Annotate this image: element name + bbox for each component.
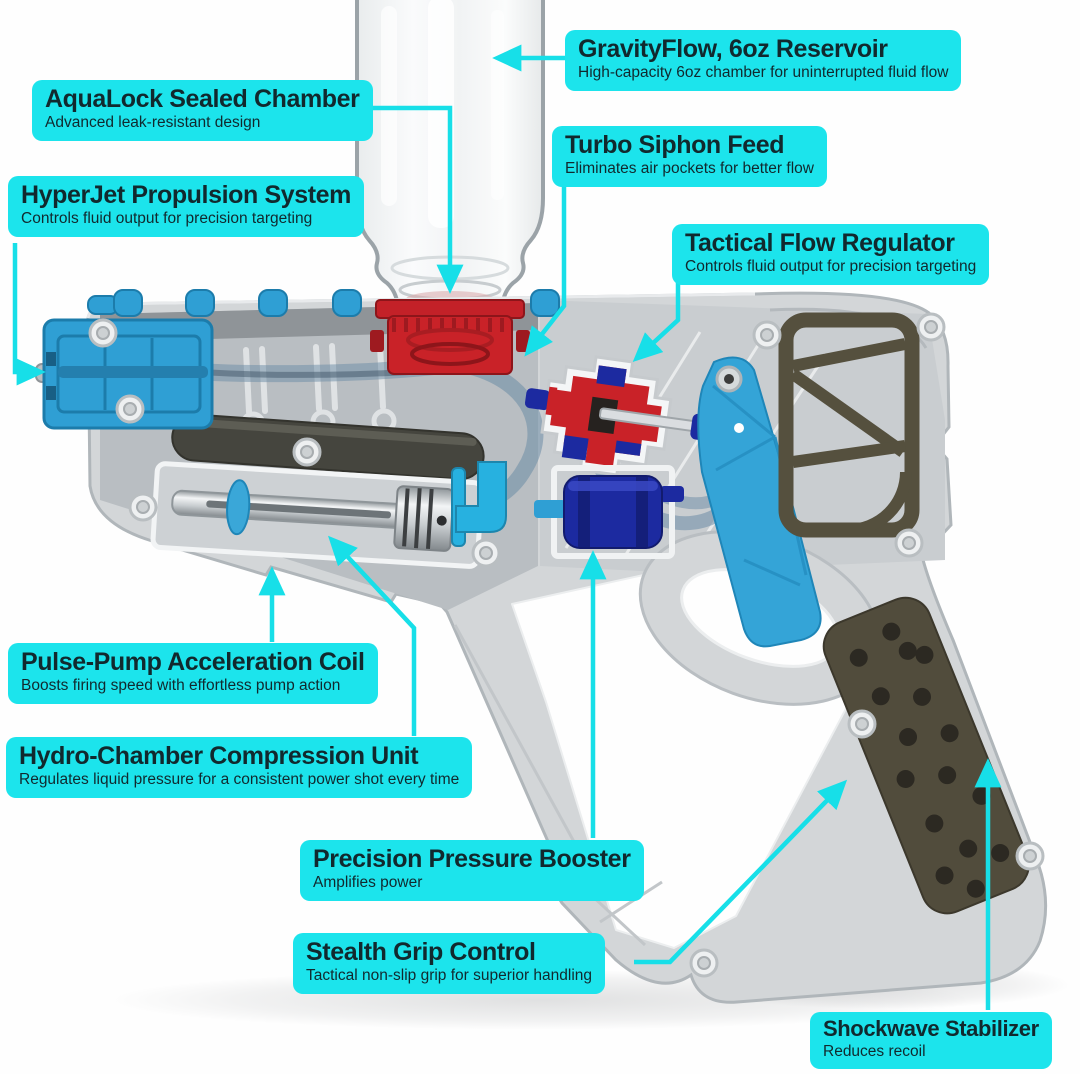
callout-title: Precision Pressure Booster xyxy=(313,845,631,873)
callout-subtitle: Boosts firing speed with effortless pump… xyxy=(21,677,341,694)
callout-subtitle: Regulates liquid pressure for a consiste… xyxy=(19,771,460,788)
callout-title: Tactical Flow Regulator xyxy=(685,229,955,257)
callout-subtitle: Eliminates air pockets for better flow xyxy=(565,160,814,177)
muzzle-block xyxy=(35,318,214,430)
callout-title: Pulse-Pump Acceleration Coil xyxy=(21,648,365,676)
callout-flow-regulator: Tactical Flow Regulator Controls fluid o… xyxy=(672,224,990,285)
callout-lines xyxy=(12,44,1002,1010)
callout-line-regulator xyxy=(632,283,681,362)
callout-title: HyperJet Propulsion System xyxy=(21,181,351,209)
callout-turbo-siphon: Turbo Siphon Feed Eliminates air pockets… xyxy=(552,126,827,187)
callout-pulse-pump: Pulse-Pump Acceleration Coil Boosts firi… xyxy=(8,643,378,704)
pressure-booster xyxy=(534,465,684,559)
elbow-pipe xyxy=(451,461,507,547)
callout-pressure-booster: Precision Pressure Booster Amplifies pow… xyxy=(300,840,644,901)
callout-aqualock: AquaLock Sealed Chamber Advanced leak-re… xyxy=(32,80,373,141)
callout-line-hyperjet xyxy=(12,243,46,386)
back-truss-panel xyxy=(778,312,920,538)
callout-title: AquaLock Sealed Chamber xyxy=(45,85,360,113)
callout-stealth-grip: Stealth Grip Control Tactical non-slip g… xyxy=(293,933,606,994)
callout-subtitle: Advanced leak-resistant design xyxy=(45,114,261,131)
callout-gravityflow: GravityFlow, 6oz Reservoir High-capacity… xyxy=(565,30,962,91)
bottle-cap-chamber xyxy=(370,299,530,375)
callout-hyperjet: HyperJet Propulsion System Controls flui… xyxy=(8,176,364,237)
top-clips xyxy=(87,289,560,317)
callout-title: GravityFlow, 6oz Reservoir xyxy=(578,35,888,63)
flow-regulator-valve xyxy=(524,355,729,477)
callout-subtitle: Controls fluid output for precision targ… xyxy=(21,210,313,227)
callout-subtitle: High-capacity 6oz chamber for uninterrup… xyxy=(578,64,949,81)
callout-title: Hydro-Chamber Compression Unit xyxy=(19,742,419,770)
front-strut-rib xyxy=(453,624,597,881)
grip-pad xyxy=(822,596,1030,915)
callout-subtitle: Controls fluid output for precision targ… xyxy=(685,258,977,275)
screw-bosses xyxy=(88,312,1045,978)
piston-assembly xyxy=(150,461,485,569)
callout-line-hydro xyxy=(328,535,417,736)
pump-tube xyxy=(171,413,485,481)
callout-line-aqualock xyxy=(348,105,464,294)
callout-subtitle: Reduces recoil xyxy=(823,1042,926,1060)
callout-line-turbo xyxy=(524,186,567,357)
callout-title: Stealth Grip Control xyxy=(306,938,536,966)
callout-subtitle: Tactical non-slip grip for superior hand… xyxy=(306,967,593,984)
callout-line-stealth xyxy=(634,779,848,965)
callout-subtitle: Amplifies power xyxy=(313,874,423,891)
callout-title: Turbo Siphon Feed xyxy=(565,131,785,159)
callout-title: Shockwave Stabilizer xyxy=(823,1016,1039,1041)
callout-hydro-chamber: Hydro-Chamber Compression Unit Regulates… xyxy=(6,737,473,798)
trigger xyxy=(697,356,822,648)
callout-shockwave: Shockwave Stabilizer Reduces recoil xyxy=(810,1012,1052,1070)
